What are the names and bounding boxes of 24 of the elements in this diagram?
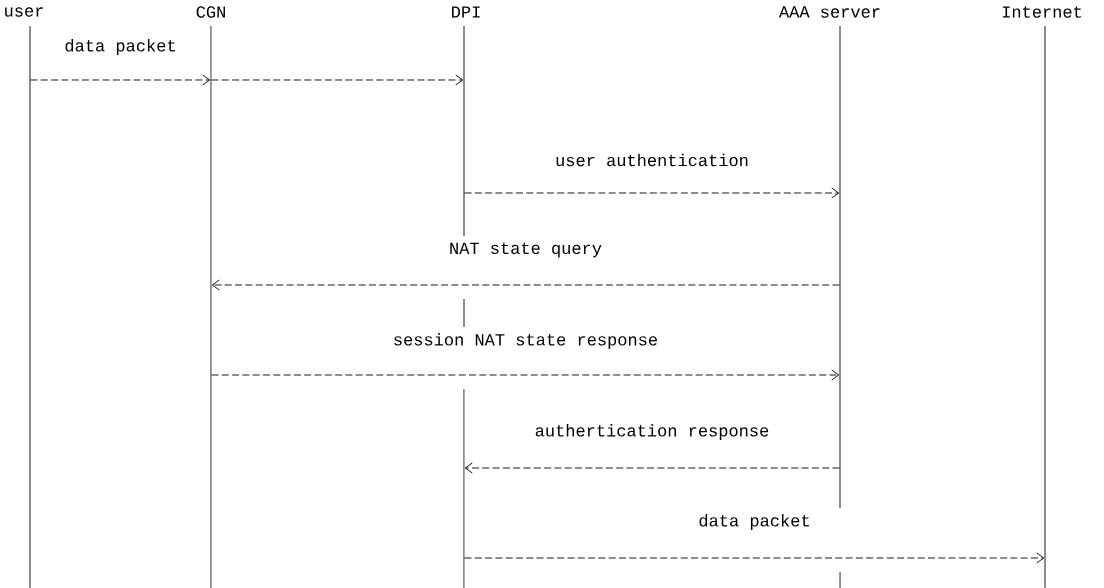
arrow (211, 279, 840, 291)
edge-label: data packet (63, 38, 178, 56)
arrow (211, 369, 840, 381)
edge-label: session NAT state response (391, 332, 660, 350)
lifeline (839, 25, 841, 509)
edge-label: authertication response (533, 423, 771, 441)
participant-label: AAA server (779, 6, 880, 18)
lifeline (463, 388, 465, 588)
participant-label: DPI (452, 6, 480, 18)
edge-label: data packet (697, 513, 812, 531)
participant-label: user (5, 7, 43, 17)
arrow (464, 462, 840, 474)
lifeline (463, 25, 465, 237)
lifeline (1044, 25, 1046, 588)
lifeline (29, 25, 31, 588)
lifeline (210, 25, 212, 588)
participant-label: Internet (1002, 6, 1082, 18)
arrow (464, 187, 840, 199)
participant-label: CGN (196, 6, 225, 18)
arrow (464, 552, 1045, 564)
arrow (30, 74, 211, 86)
arrow (211, 74, 464, 86)
lifeline (463, 298, 465, 328)
lifeline (839, 571, 841, 588)
